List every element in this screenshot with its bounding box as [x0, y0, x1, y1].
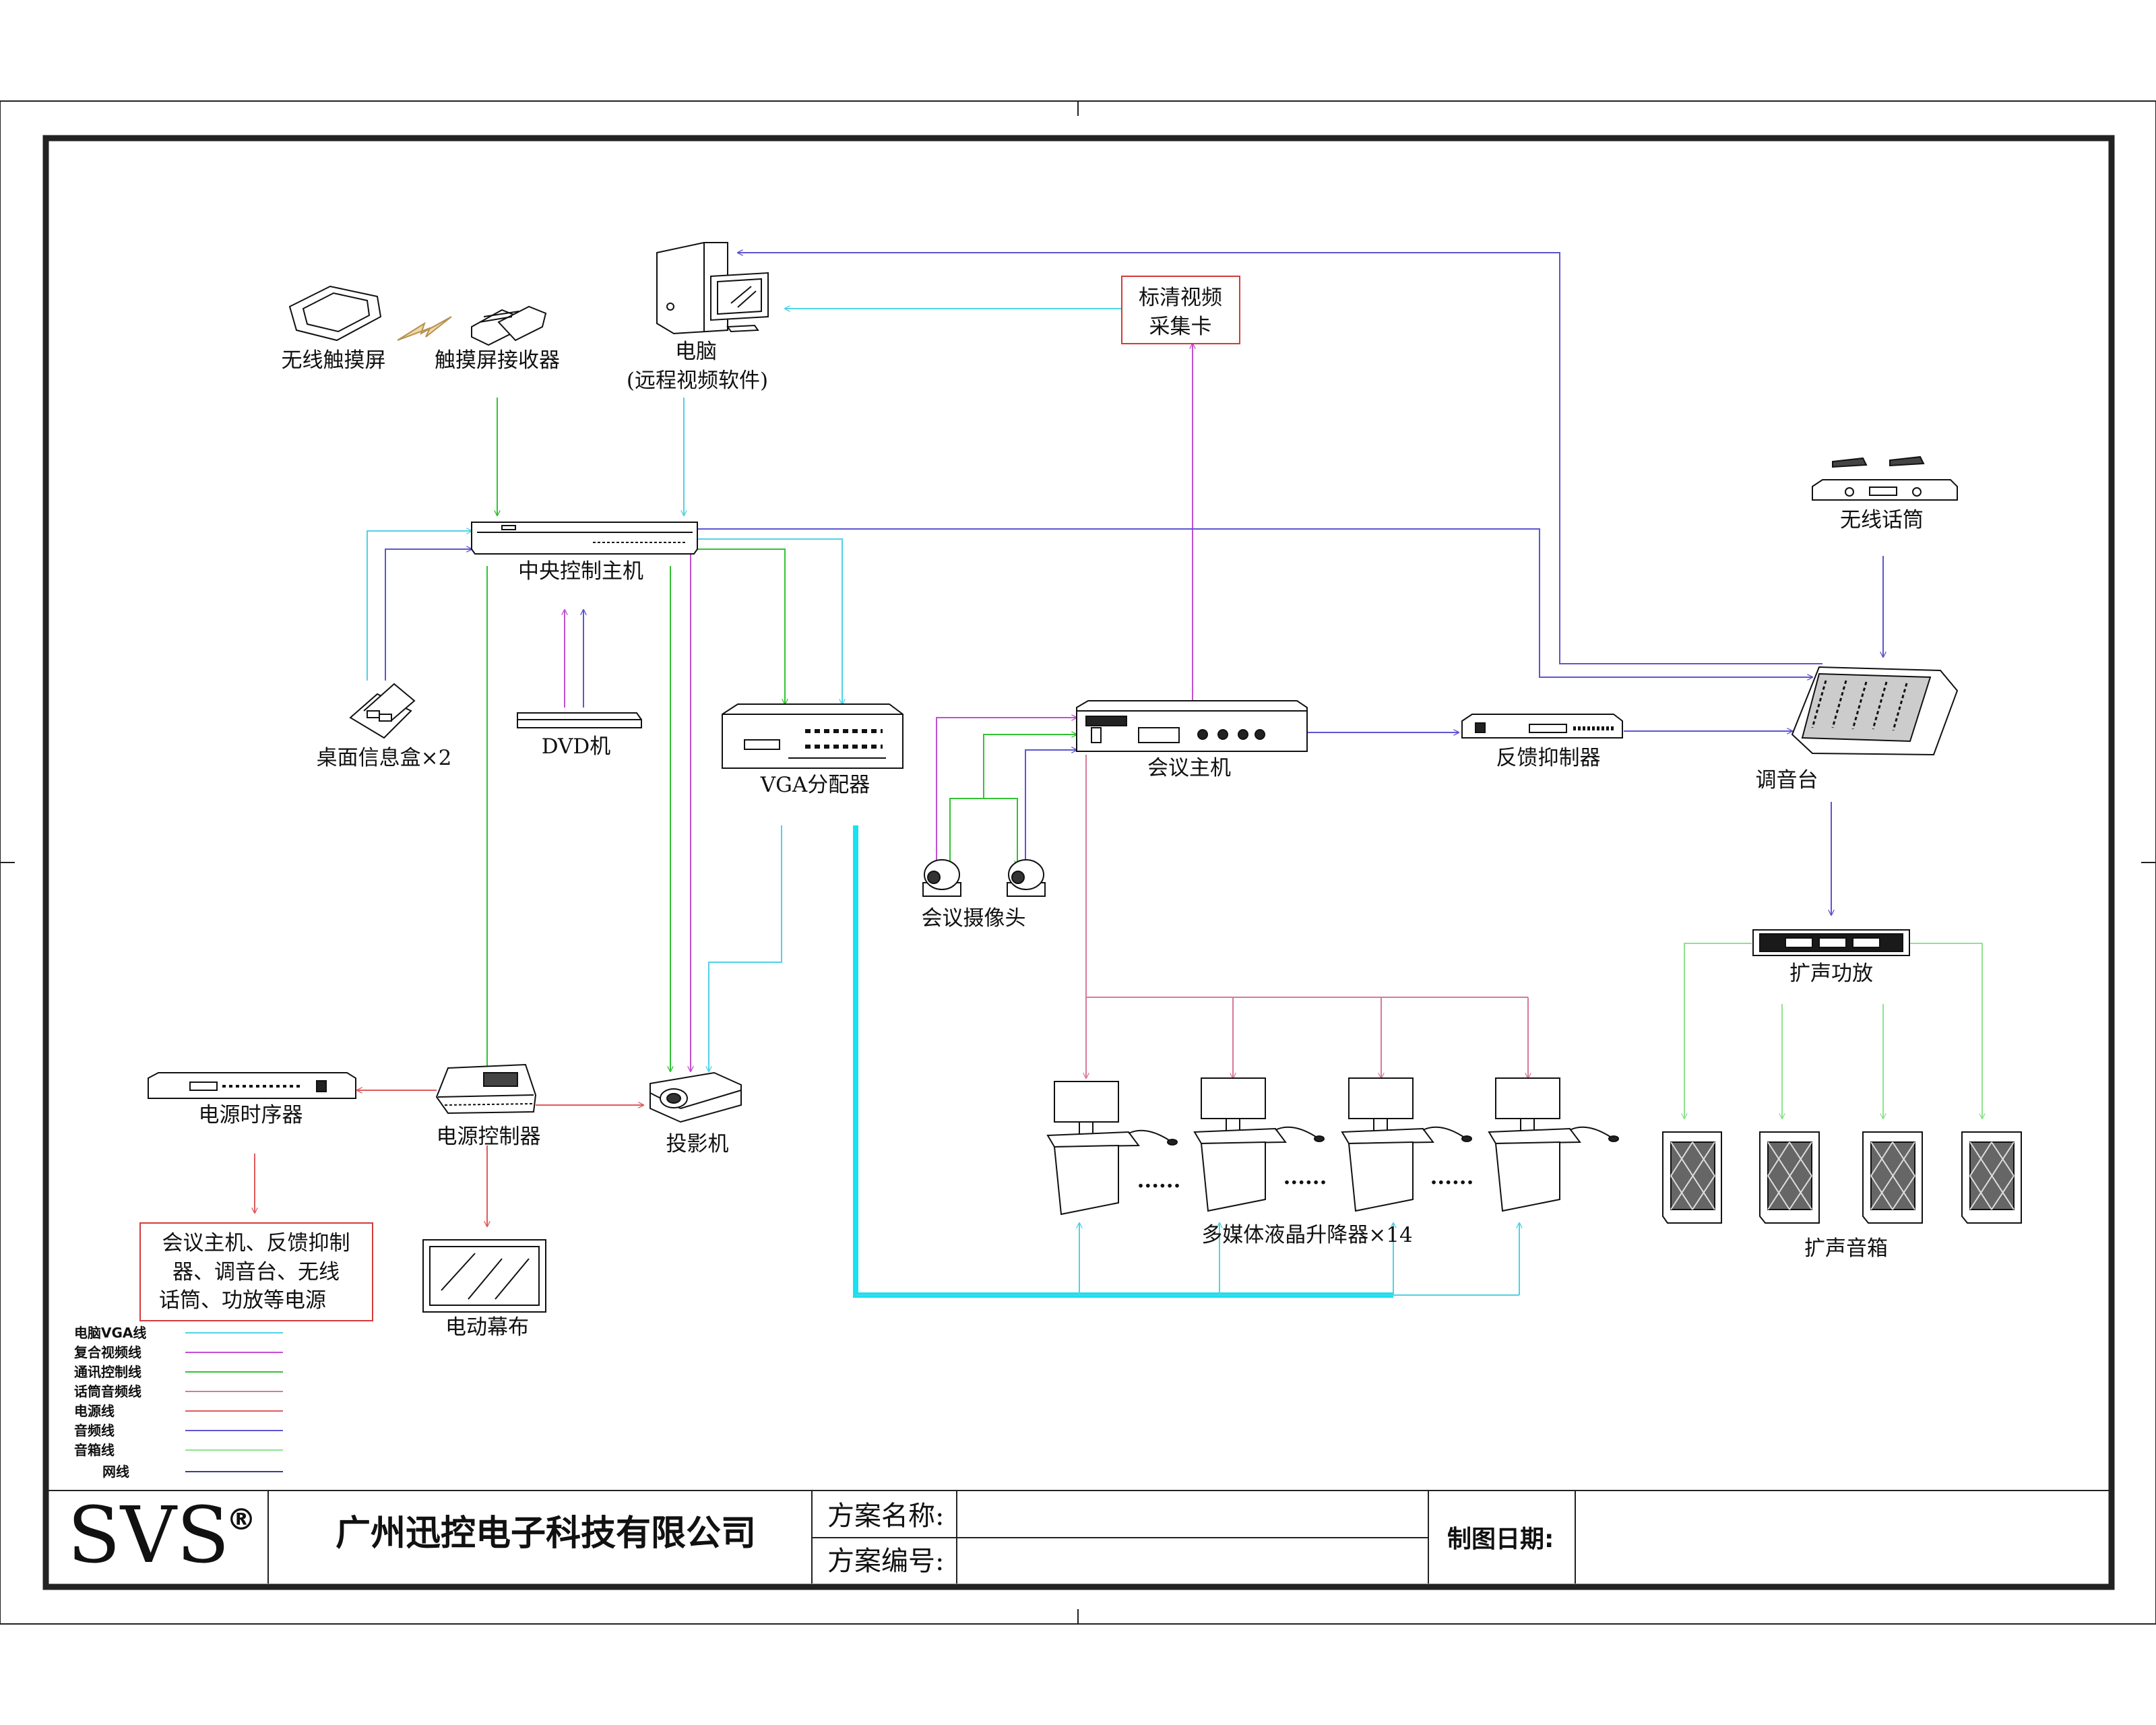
power-sequencer-label: 电源时序器 — [199, 1103, 303, 1127]
vga-splitter-icon — [722, 703, 903, 769]
power-controller-icon — [435, 1063, 537, 1115]
projector-label: 投影机 — [666, 1132, 729, 1156]
power-sequencer-icon — [148, 1072, 356, 1099]
power-note-line-1: 会议主机、反馈抑制 — [162, 1231, 350, 1255]
mixer-console-icon — [1791, 666, 1959, 756]
capture-card-label-1: 标清视频 — [1139, 286, 1222, 310]
legend-label-net: 网线 — [102, 1464, 129, 1480]
touch-receiver-icon — [471, 305, 547, 346]
conference-host-label: 会议主机 — [1147, 756, 1231, 780]
central-control-host-label: 中央控制主机 — [518, 559, 643, 584]
feedback-suppressor-icon — [1461, 714, 1623, 739]
legend-item: 电源线 — [74, 1403, 283, 1419]
legend-item: 电脑VGA线 — [74, 1325, 283, 1341]
dvd-player-label: DVD机 — [542, 734, 611, 759]
dvd-player-icon — [517, 712, 642, 728]
title-block: SVS ® 广州迅控电子科技有限公司 方案名称: 方案编号: 制图日期: — [46, 1490, 2112, 1583]
legend-label-ctrl: 通讯控制线 — [74, 1364, 141, 1380]
legend-item: 话筒音频线 — [74, 1383, 283, 1400]
touch-receiver-label: 触摸屏接收器 — [435, 348, 560, 373]
scheme-name-label: 方案名称: — [827, 1501, 944, 1532]
pc-sublabel: (远程视频软件) — [627, 369, 768, 393]
wireless-touch-screen-icon — [288, 285, 382, 342]
projector-icon — [649, 1071, 742, 1123]
conference-camera-label: 会议摄像头 — [922, 906, 1026, 931]
lcd-lifter-dots-3: ...... — [1430, 1165, 1474, 1189]
desk-info-box-label: 桌面信息盒×2 — [317, 746, 452, 770]
legend-label-audio: 音频线 — [74, 1422, 115, 1439]
lcd-lifter-label: 多媒体液晶升降器×14 — [1201, 1223, 1412, 1247]
pc-computer-icon — [656, 242, 769, 335]
wireless-microphone-label: 无线话筒 — [1840, 508, 1924, 532]
drawing-date-label: 制图日期: — [1447, 1526, 1554, 1553]
feedback-suppressor-label: 反馈抑制器 — [1496, 746, 1601, 770]
capture-card-box — [1121, 276, 1240, 344]
lcd-lifter-dots-2: ...... — [1283, 1165, 1327, 1189]
legend-item: 音箱线 — [74, 1442, 283, 1458]
legend-label-mic: 话筒音频线 — [74, 1383, 141, 1400]
legend-label-speaker: 音箱线 — [74, 1442, 115, 1458]
svs-logo: SVS — [67, 1491, 230, 1581]
speaker-cabinets-icon — [1662, 1131, 2022, 1224]
wireless-microphone-icon — [1812, 456, 1958, 501]
svs-logo-registered-mark: ® — [226, 1503, 256, 1537]
legend-item: 音频线 — [74, 1422, 283, 1439]
power-amplifier-label: 扩声功放 — [1789, 962, 1873, 986]
drawing-frame — [0, 100, 2156, 1625]
power-note-box — [139, 1222, 373, 1321]
connection-lines — [255, 253, 1982, 1298]
legend-item: 网线 — [102, 1464, 283, 1480]
legend-item: 复合视频线 — [73, 1344, 283, 1360]
legend-label-power: 电源线 — [74, 1403, 115, 1419]
wireless-signal-icon — [397, 316, 452, 341]
power-note-line-2: 器、调音台、无线 — [172, 1260, 340, 1284]
lcd-lifter-dots-1: ...... — [1137, 1168, 1181, 1193]
desk-info-box-icon — [349, 683, 416, 739]
power-amplifier-icon — [1752, 929, 1910, 956]
legend-label-video: 复合视频线 — [73, 1344, 141, 1360]
vga-splitter-label: VGA分配器 — [760, 773, 870, 797]
power-controller-label: 电源控制器 — [437, 1125, 541, 1149]
conference-camera-icon — [922, 859, 1046, 897]
scheme-number-label: 方案编号: — [827, 1546, 944, 1577]
mixer-console-label: 调音台 — [1756, 768, 1818, 792]
wireless-touch-screen-label: 无线触摸屏 — [282, 348, 386, 373]
electric-screen-label: 电动幕布 — [445, 1315, 529, 1340]
pc-label: 电脑 — [675, 340, 717, 364]
capture-card-label-2: 采集卡 — [1149, 315, 1212, 339]
speaker-cabinets-label: 扩声音箱 — [1804, 1236, 1888, 1261]
legend: 电脑VGA线 复合视频线 通讯控制线 话筒音频线 电源线 音频线 音箱线 网线 — [73, 1325, 283, 1480]
electric-screen-icon — [422, 1239, 546, 1313]
conference-host-icon — [1076, 700, 1308, 752]
company-name: 广州迅控电子科技有限公司 — [336, 1513, 756, 1554]
legend-item: 通讯控制线 — [74, 1364, 283, 1380]
power-note-line-3: 话筒、功放等电源 — [159, 1288, 326, 1313]
lcd-lifter-icon — [1046, 1077, 1619, 1216]
legend-label-vga: 电脑VGA线 — [74, 1325, 146, 1341]
central-control-host-icon — [471, 522, 698, 555]
